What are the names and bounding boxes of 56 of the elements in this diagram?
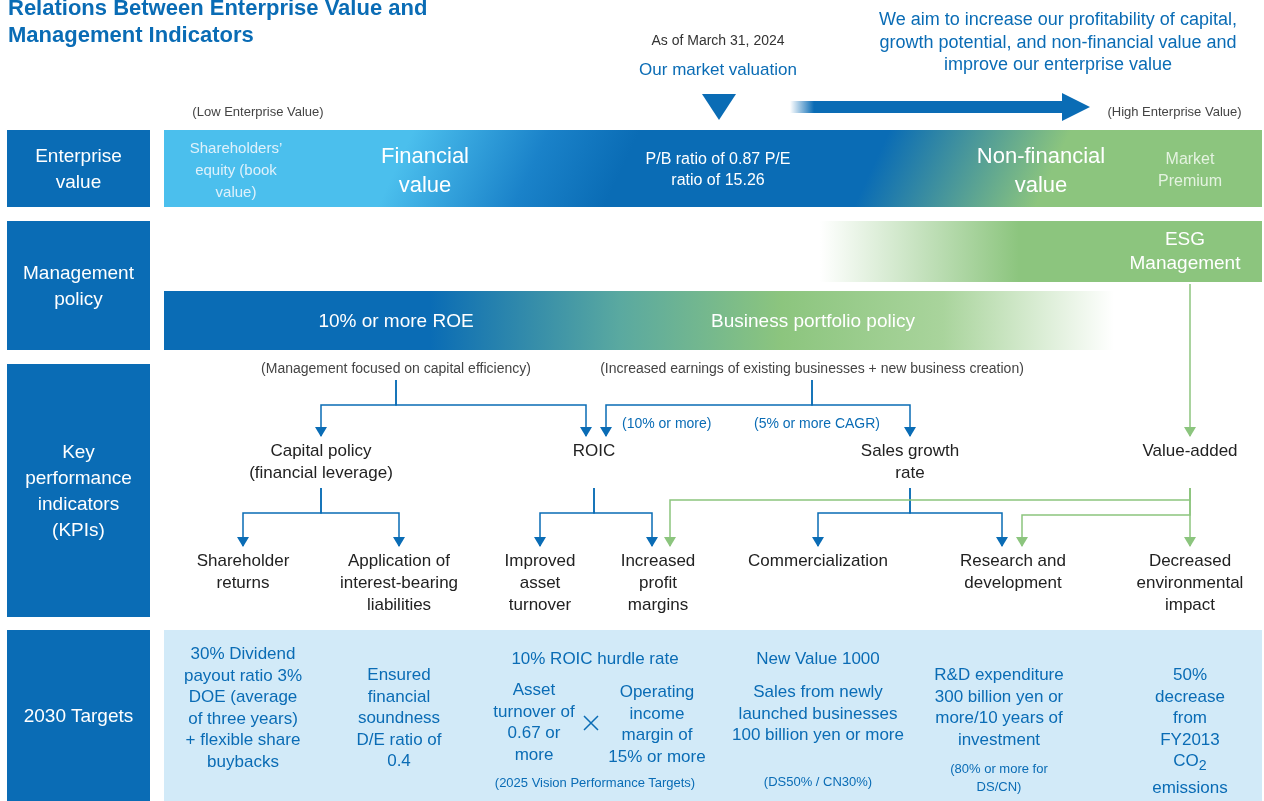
band-text: R&D expenditure 300 billion yen or more/10 years of investment [933,664,1065,750]
band-text: ESG Management [1128,227,1242,275]
arrow [811,379,916,437]
scale-label: (Low Enterprise Value) [191,104,325,121]
kpi-label: Value-added [1130,440,1250,486]
band-text: (80% or more for DS/CN) [949,760,1049,796]
note-text: (Increased earnings of existing businesses + new business creation) [572,358,1052,378]
kpi-label: Commercialization [728,550,908,580]
band-text: P/B ratio of 0.87 P/E ratio of 15.26 [644,149,792,190]
band-text: Shareholders’ equity (book value) [188,138,284,202]
band-text: Asset turnover of 0.67 or more [492,679,576,765]
row-header-text: Enterprise value [34,143,123,194]
scale-label: (High Enterprise Value) [1106,104,1243,121]
row-header-box [7,221,150,350]
kpi-label: Decreased environmental impact [1118,550,1262,616]
kpi-label: Shareholder returns [180,550,306,616]
row-header-text: 2030 Targets [23,703,134,728]
goal-text: We aim to increase our profitability of capital, growth potential, and non-financial value and improve our enterprise value [878,8,1238,76]
row-header-box [7,630,150,801]
row-header-box [7,364,150,617]
date-text: As of March 31, 2024 [650,32,786,50]
row-header-text: Management policy [22,260,135,311]
note-text: (Management focused on capital efficiency) [240,358,552,378]
band-text: 30% Dividend payout ratio 3% DOE (average of three years) + flexible share buybacks [182,643,304,772]
arrow [593,487,658,547]
band-text: Business portfolio policy [710,309,916,333]
band-text: Market Premium [1157,149,1223,191]
targets-panel [164,630,1262,801]
band-text: Operating income margin of 15% or more [607,681,707,767]
kpi-label: ROIC [554,440,634,486]
band-text: 10% ROIC hurdle rate [510,648,680,670]
row-header-box [7,130,150,207]
kpi-label: Capital policy (financial leverage) [236,440,406,486]
band-text: (DS50% / CN30%) [762,773,874,791]
band-text: Non-financial value [975,142,1107,199]
band-text: Financial value [379,142,470,199]
arrow [1184,283,1196,437]
band-text: 50% decrease from FY2013 CO$_{2}$ emissions [1151,664,1229,799]
kpi-label: Application of interest-bearing liabilities [326,550,472,616]
band-text: (2025 Vision Performance Targets) [493,774,697,792]
edge-label: (10% or more) [620,414,714,432]
kpi-label: Sales growth rate [855,440,965,486]
kpi-label: Research and development [945,550,1081,596]
arrow [395,379,592,437]
band-text: Ensured financial soundness D/E ratio of 0.4 [355,664,443,772]
arrow [909,487,1008,547]
kpi-label: Improved asset turnover [490,550,590,616]
arrow [320,487,405,547]
value-band [164,130,1262,207]
arrow [1184,487,1196,547]
row-header-text: Key performance indicators (KPIs) [24,439,133,542]
band-text: 10% or more ROE [317,309,475,333]
valuation-heading: Our market valuation [638,59,798,81]
band-text: New Value 1000 [755,648,881,670]
band-text: Sales from newly launched businesses 100 billion yen or more [731,681,905,746]
kpi-label: Increased profit margins [610,550,706,616]
